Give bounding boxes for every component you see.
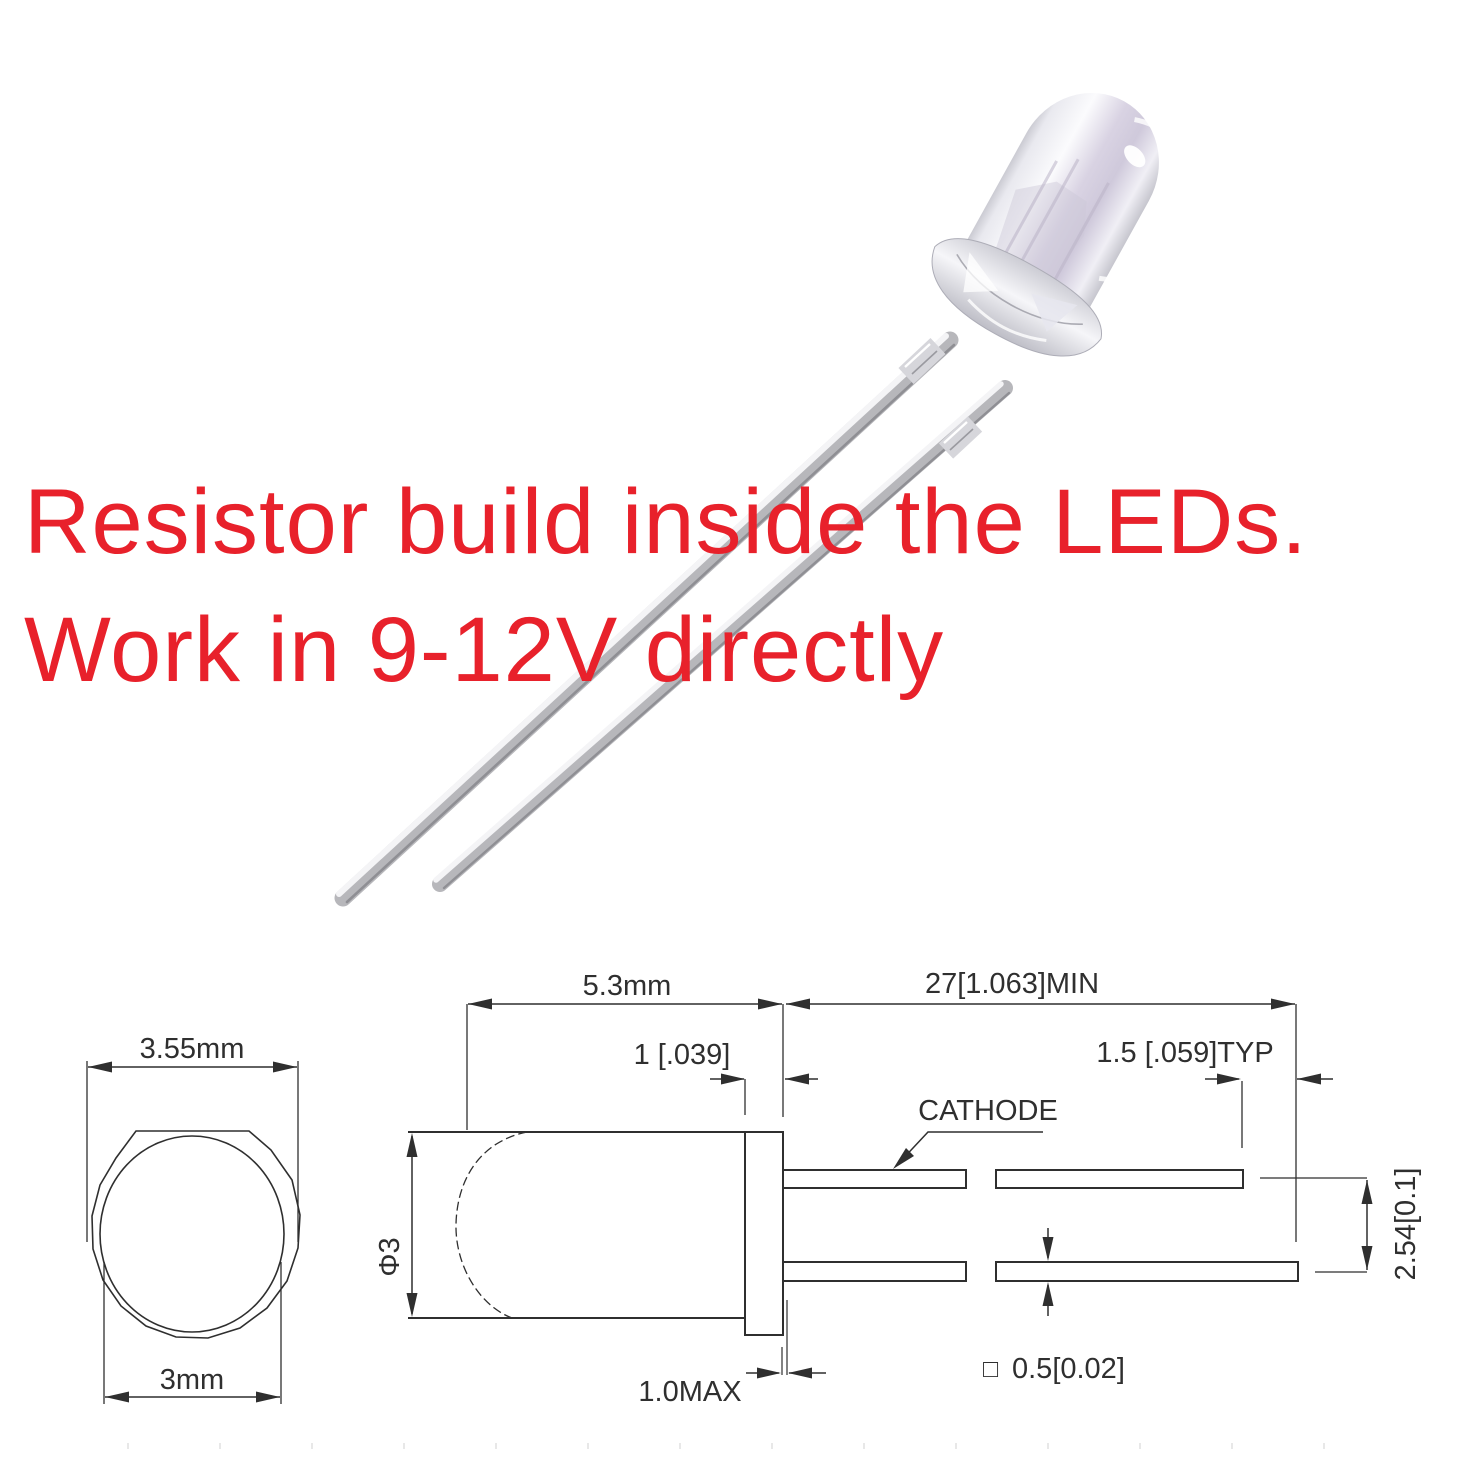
top-view xyxy=(86,1061,301,1404)
label-lead-tip-offset: 1.5 [.059]TYP xyxy=(1096,1037,1273,1069)
led-epoxy-body xyxy=(931,93,1197,357)
flange-side xyxy=(744,1131,784,1336)
side-view xyxy=(406,998,1373,1379)
label-lead-length: 27[1.063]MIN xyxy=(925,968,1099,1000)
cathode-lead-outline xyxy=(782,1169,1244,1189)
label-lead-cross-section: 0.5[0.02] xyxy=(1012,1353,1125,1385)
square-cross-section-symbol: □ xyxy=(983,1355,999,1383)
lens-outline xyxy=(99,1135,285,1333)
label-outer-diameter: 3.55mm xyxy=(140,1033,245,1065)
led-cathode-lead xyxy=(334,331,959,907)
label-flange-width: 1 [.039] xyxy=(634,1039,731,1071)
anode-lead-outline xyxy=(782,1261,1299,1282)
led-anode-lead xyxy=(432,380,1013,892)
ruler-ticks xyxy=(127,1443,1325,1449)
caption-line-1: Resistor build inside the LEDs. xyxy=(24,471,1308,573)
label-standoff: 1.0MAX xyxy=(638,1376,741,1408)
dimension-drawing xyxy=(86,998,1373,1449)
flange-outline xyxy=(91,1130,301,1339)
label-lead-pitch: 2.54[0.1] xyxy=(1390,1168,1422,1281)
label-body-diameter: Φ3 xyxy=(374,1237,406,1276)
label-lens-diameter: 3mm xyxy=(160,1364,224,1396)
dome-curve xyxy=(455,1131,528,1319)
led-photo xyxy=(334,93,1197,907)
label-cathode: CATHODE xyxy=(918,1095,1058,1127)
cathode-leader xyxy=(897,1131,1043,1165)
dimension-labels: 3.55mm 3mm 5.3mm 27[1.063]MIN 1 [.039] 1… xyxy=(140,968,1422,1408)
label-body-length: 5.3mm xyxy=(583,970,672,1002)
caption: Resistor build inside the LEDs. Work in … xyxy=(24,458,1484,714)
caption-line-2: Work in 9-12V directly xyxy=(24,599,945,701)
